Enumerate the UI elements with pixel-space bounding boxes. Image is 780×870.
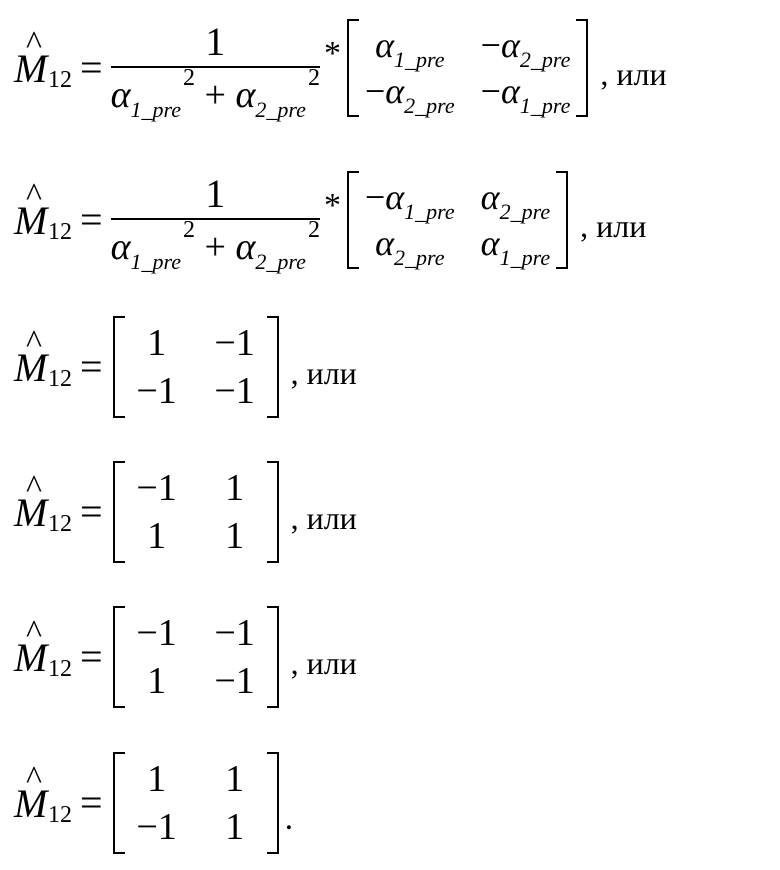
equation-1: ^ M 12 = 1 α1_pre2 + α2_pre2 * α1_pre −α…	[14, 8, 667, 128]
m-hat-symbol: ^M12	[14, 630, 74, 684]
equals-sign: =	[80, 637, 103, 677]
matrix: α1_pre −α2_pre −α2_pre −α1_pre	[343, 19, 592, 117]
matrix: 1 −1 −1 −1	[109, 316, 283, 418]
trailing-text: , или	[291, 645, 357, 682]
matrix-cell: −α1_pre	[365, 179, 455, 215]
m-hat-symbol: ^M12	[14, 340, 74, 394]
matrix-cell: −α2_pre	[365, 73, 455, 109]
trailing-text: , или	[600, 56, 666, 93]
matrix: 1 1 −1 1	[109, 752, 283, 854]
matrix-cell: −1	[209, 324, 261, 362]
matrix-cell: α2_pre	[481, 179, 550, 215]
equation-5: ^M12 = −1 −1 1 −1 , или	[14, 602, 357, 712]
fraction: 1 α1_pre2 + α2_pre2	[111, 174, 320, 266]
trailing-period: .	[285, 800, 294, 838]
equals-sign: =	[80, 200, 103, 240]
matrix-cell: 1	[209, 517, 261, 555]
matrix-cell: 1	[131, 517, 183, 555]
multiply-star: *	[324, 35, 341, 73]
matrix-cell: 1	[209, 469, 261, 507]
denominator: α1_pre2 + α2_pre2	[111, 220, 320, 266]
equation-2: ^ M 12 = 1 α1_pre2 + α2_pre2 * −α1_pre α…	[14, 160, 646, 280]
matrix-cell: −1	[131, 469, 183, 507]
matrix-cell: −α1_pre	[481, 73, 571, 109]
matrix-cell: α1_pre	[365, 27, 455, 63]
matrix-cell: −α2_pre	[481, 27, 571, 63]
matrix-cell: −1	[131, 372, 183, 410]
matrix-cell: −1	[209, 614, 261, 652]
matrix: −1 1 1 1	[109, 461, 283, 563]
equals-sign: =	[80, 492, 103, 532]
m-hat-symbol: ^ M 12	[14, 193, 74, 247]
equals-sign: =	[80, 48, 103, 88]
matrix-cell: 1	[131, 760, 183, 798]
matrix-cell: −1	[209, 662, 261, 700]
equation-3: ^M12 = 1 −1 −1 −1 , или	[14, 312, 357, 422]
matrix-cell: 1	[209, 760, 261, 798]
matrix-cell: 1	[131, 662, 183, 700]
multiply-star: *	[324, 187, 341, 225]
matrix-cell: −1	[131, 808, 183, 846]
trailing-text: , или	[580, 208, 646, 245]
matrix-cell: α2_pre	[365, 225, 455, 261]
matrix-cell: −1	[209, 372, 261, 410]
trailing-text: , или	[291, 355, 357, 392]
matrix-cell: 1	[131, 324, 183, 362]
matrix: −α1_pre α2_pre α2_pre α1_pre	[343, 171, 572, 269]
matrix: −1 −1 1 −1	[109, 606, 283, 708]
equation-4: ^M12 = −1 1 1 1 , или	[14, 457, 357, 567]
m-hat-symbol: ^ M 12	[14, 41, 74, 95]
fraction: 1 α1_pre2 + α2_pre2	[111, 22, 320, 114]
equation-6: ^M12 = 1 1 −1 1 .	[14, 748, 293, 858]
trailing-text: , или	[291, 500, 357, 537]
m-hat-symbol: ^M12	[14, 776, 74, 830]
matrix-cell: −1	[131, 614, 183, 652]
equals-sign: =	[80, 783, 103, 823]
equals-sign: =	[80, 347, 103, 387]
matrix-cell: 1	[209, 808, 261, 846]
denominator: α1_pre2 + α2_pre2	[111, 68, 320, 114]
m-hat-symbol: ^M12	[14, 485, 74, 539]
matrix-cell: α1_pre	[481, 225, 550, 261]
